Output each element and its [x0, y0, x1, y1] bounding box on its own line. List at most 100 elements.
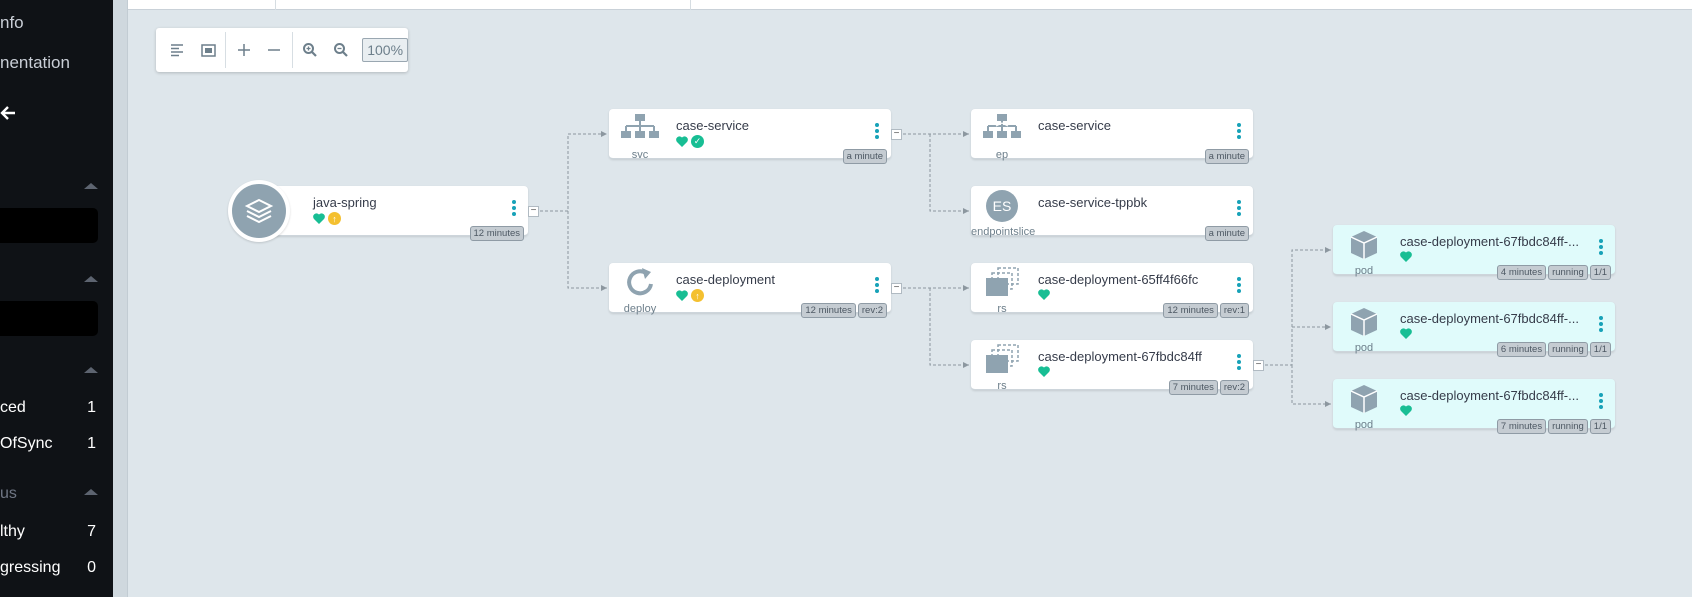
sidebar-link-documentation[interactable]: nentation	[0, 53, 70, 72]
heart-icon	[676, 136, 688, 147]
state-tag: running	[1548, 342, 1588, 357]
caret-up-icon[interactable]	[84, 183, 98, 189]
node-name: case-service	[676, 118, 749, 133]
collapse-button[interactable]: −	[891, 129, 902, 140]
heart-icon	[1400, 328, 1412, 339]
sidebar-link-info[interactable]: nfo	[0, 13, 24, 32]
endpoint-icon	[979, 113, 1025, 155]
node-menu-button[interactable]	[1236, 277, 1242, 293]
deploy-node[interactable]: deploy case-deployment ↑ 12 minutes rev:…	[609, 263, 891, 318]
heart-icon	[1400, 251, 1412, 262]
replicaset-icon	[979, 267, 1025, 309]
node-menu-button[interactable]	[1598, 393, 1604, 409]
top-bar-divider	[275, 0, 276, 10]
node-kind: ep	[995, 149, 1009, 161]
node-name: java-spring	[313, 195, 377, 210]
node-name: case-deployment	[676, 272, 775, 287]
filter-count: 1	[87, 435, 96, 452]
filter-label: ced	[0, 399, 26, 416]
node-menu-button[interactable]	[511, 200, 517, 216]
filter-count: 7	[87, 523, 96, 540]
filter-label: lthy	[0, 523, 25, 540]
heart-icon	[1038, 366, 1050, 377]
caret-up-icon[interactable]	[84, 276, 98, 282]
filter-input-2[interactable]	[0, 301, 98, 336]
state-tag: running	[1548, 265, 1588, 280]
replicaset-icon	[979, 344, 1025, 386]
sync-filter-synced[interactable]: ced 1	[0, 399, 96, 417]
zoom-in-icon[interactable]	[295, 34, 326, 66]
health-filter-healthy[interactable]: lthy 7	[0, 523, 96, 541]
node-menu-button[interactable]	[874, 277, 880, 293]
node-kind: svc	[631, 149, 649, 161]
age-tag: 7 minutes	[1496, 419, 1547, 434]
align-left-icon[interactable]	[162, 34, 193, 66]
node-name: case-service	[1038, 118, 1111, 133]
node-name: case-deployment-67fbdc84ff	[1038, 349, 1202, 364]
endpointslice-node[interactable]: ES endpointslice case-service-tppbk a mi…	[971, 186, 1253, 241]
plus-icon[interactable]	[228, 34, 259, 66]
health-filter-progressing[interactable]: gressing 0	[0, 559, 96, 577]
rs-node[interactable]: rs case-deployment-67fbdc84ff 7 minutes …	[971, 340, 1253, 395]
collapse-button[interactable]: −	[1253, 360, 1264, 371]
heart-icon	[313, 213, 325, 224]
pod-icon	[1341, 383, 1387, 425]
pod-node[interactable]: pod case-deployment-67fbdc84ff-... 4 min…	[1333, 225, 1615, 280]
filter-input-1[interactable]	[0, 208, 98, 243]
progressing-icon: ↑	[328, 212, 341, 225]
ready-tag: 1/1	[1589, 419, 1611, 434]
age-tag: a minute	[842, 149, 887, 164]
caret-up-icon[interactable]	[84, 489, 98, 495]
filter-count: 0	[87, 559, 96, 576]
fit-screen-icon[interactable]	[193, 34, 224, 66]
node-kind: rs	[997, 303, 1007, 315]
svc-node[interactable]: svc case-service ✓ a minute	[609, 109, 891, 164]
node-menu-button[interactable]	[1598, 239, 1604, 255]
toolbar-divider	[291, 32, 293, 68]
node-kind: pod	[1354, 342, 1374, 354]
age-tag: a minute	[1204, 149, 1249, 164]
heart-icon	[1038, 289, 1050, 300]
node-menu-button[interactable]	[1236, 200, 1242, 216]
rs-node[interactable]: rs case-deployment-65ff4f66fc 12 minutes…	[971, 263, 1253, 318]
node-menu-button[interactable]	[1598, 316, 1604, 332]
sync-filter-outofsync[interactable]: OfSync 1	[0, 435, 96, 453]
node-menu-button[interactable]	[1236, 123, 1242, 139]
pod-icon	[1341, 306, 1387, 348]
node-menu-button[interactable]	[1236, 354, 1242, 370]
pod-node[interactable]: pod case-deployment-67fbdc84ff-... 7 min…	[1333, 379, 1615, 434]
age-tag: 6 minutes	[1496, 342, 1547, 357]
zoom-out-icon[interactable]	[326, 34, 357, 66]
age-tag: 7 minutes	[1168, 380, 1218, 395]
filter-label: gressing	[0, 559, 61, 576]
caret-up-icon[interactable]	[84, 367, 98, 373]
pod-node[interactable]: pod case-deployment-67fbdc84ff-... 6 min…	[1333, 302, 1615, 357]
node-name: case-deployment-67fbdc84ff-...	[1400, 234, 1579, 249]
ep-node[interactable]: ep case-service a minute	[971, 109, 1253, 164]
sidebar-edge	[113, 0, 128, 597]
health-section-title: us	[0, 485, 17, 502]
node-name: case-deployment-65ff4f66fc	[1038, 272, 1199, 287]
app-node[interactable]: java-spring ↑ 12 minutes	[258, 186, 528, 241]
ready-tag: 1/1	[1589, 265, 1611, 280]
node-name: case-service-tppbk	[1038, 195, 1148, 210]
graph-toolbar: 100%	[156, 28, 409, 72]
minus-icon[interactable]	[259, 34, 290, 66]
zoom-level[interactable]: 100%	[362, 38, 409, 62]
collapse-button[interactable]: −	[891, 283, 902, 294]
svc-icon	[617, 113, 663, 155]
top-bar-divider	[690, 0, 691, 10]
application-icon[interactable]	[228, 180, 290, 242]
sidebar: nfo nentation ced 1 OfSync 1 us lthy 7 g…	[0, 0, 113, 597]
top-bar	[128, 0, 1692, 10]
collapse-button[interactable]: −	[528, 206, 539, 217]
state-tag: running	[1548, 419, 1588, 434]
node-menu-button[interactable]	[874, 123, 880, 139]
arrow-left-icon[interactable]	[0, 104, 16, 127]
node-name: case-deployment-67fbdc84ff-...	[1400, 311, 1579, 326]
node-kind: rs	[997, 380, 1007, 392]
age-tag: 12 minutes	[801, 303, 856, 318]
toolbar-divider	[225, 32, 227, 68]
check-icon: ✓	[691, 135, 704, 148]
